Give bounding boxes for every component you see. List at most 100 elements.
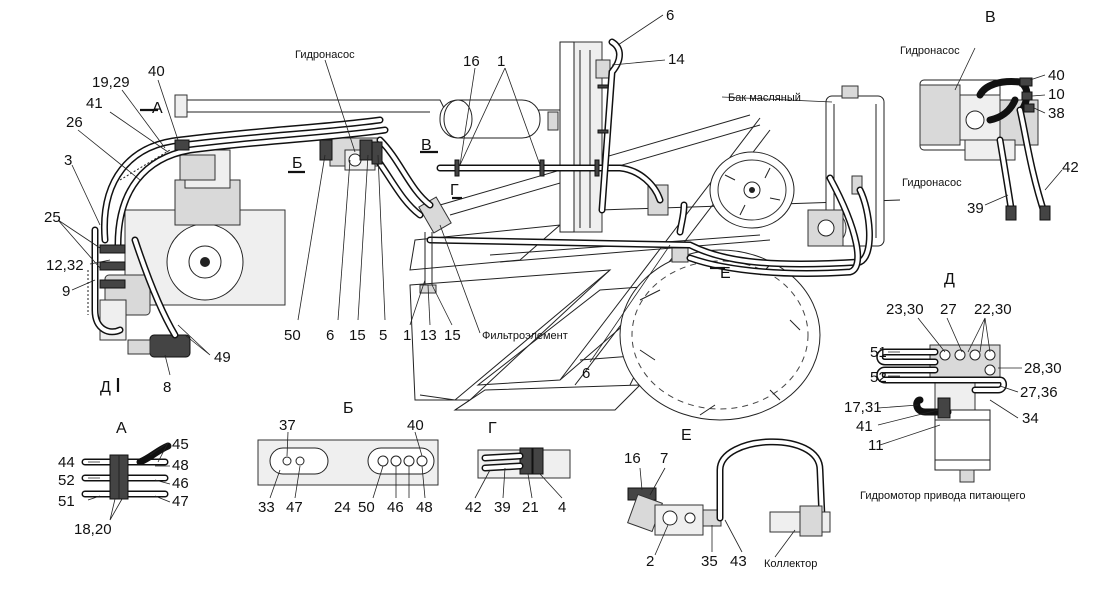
callout-label: 24 [334,499,351,516]
callout-label: 46 [387,499,404,516]
callout-label: 47 [286,499,303,516]
callout-label: 14 [668,51,685,68]
callout-label: 10 [1048,86,1065,103]
callout-label: 6 [326,327,334,344]
callout-label: 52 [870,369,887,386]
caption-pump-v1: Гидронасос [900,45,960,57]
section-letter-v: В [421,137,432,154]
callout-label: 50 [284,327,301,344]
callout-label: 2 [646,553,654,570]
callout-label: 26 [66,114,83,131]
hose-clamps [99,84,609,289]
fan-pulley [709,151,795,229]
caption-motor: Гидромотор привода питающего [860,490,1026,502]
wheel [619,249,821,421]
callout-label: 45 [172,436,189,453]
view-g-title: Г [488,420,497,437]
callout-label: 27 [940,301,957,318]
callout-label: 48 [416,499,433,516]
callout-label: 28,30 [1024,360,1062,377]
callout-label: 11 [868,437,884,454]
callout-label: 49 [214,349,231,366]
section-letter-a: А [152,100,163,117]
callout-label: 16 [463,53,480,70]
callout-label: 13 [420,327,437,344]
callout-label: 35 [701,553,718,570]
view-b-callouts: 37 40 33 47 24 50 46 48 [258,417,433,516]
callout-label: 5 [379,327,387,344]
callout-label: 47 [172,493,189,510]
view-g [474,447,571,499]
callout-label: 33 [258,499,275,516]
view-d-callouts: 23,30 27 22,30 51 52 28,30 27,36 17,31 4… [844,301,1062,454]
section-markers [116,108,725,392]
callout-label: 46 [172,475,189,492]
main-callouts: 40 19,29 41 26 3 25 12,32 9 8 49 50 6 15… [44,7,685,396]
caption-pump-v2: Гидронасос [902,177,962,189]
callout-label: 7 [660,450,668,467]
section-letter-g: Г [450,182,459,199]
view-v-callouts: 40 10 38 42 39 [967,67,1079,217]
section-letter-d: Д [100,379,111,396]
callout-label: 41 [86,95,103,112]
callout-label: 6 [666,7,674,24]
section-letter-b: Б [292,155,303,172]
view-d [876,317,1022,483]
callout-label: 23,30 [886,301,924,318]
callout-label: 52 [58,472,75,489]
callout-label: 34 [1022,410,1039,427]
callout-label: 51 [58,493,75,510]
caption-pump-main: Гидронасос [295,49,355,61]
view-d-title: Д [944,271,955,288]
callout-label: 43 [730,553,747,570]
callout-label: 6 [582,365,590,382]
right-pump [807,209,847,247]
callout-label: 51 [870,344,887,361]
view-v [919,47,1063,221]
caption-filter: Фильтроэлемент [482,330,568,342]
view-g-callouts: 42 39 21 4 [465,499,566,516]
view-e [627,438,831,558]
callout-label: 16 [624,450,641,467]
view-e-callouts: 16 7 2 35 43 [624,450,747,570]
receiver-tank [439,99,559,139]
callout-label: 1 [403,327,411,344]
caption-collector: Коллектор [764,558,817,570]
leader-lines [57,14,833,376]
callout-label: 17,31 [844,399,882,416]
callout-label: 4 [558,499,566,516]
section-letter-e: Е [720,265,731,282]
callout-label: 18,20 [74,521,112,538]
view-a-callouts: 44 45 48 52 46 51 47 18,20 [58,436,189,538]
view-a [81,442,172,521]
callout-label: 21 [522,499,539,516]
view-v-title: В [985,9,996,26]
callout-label: 12,32 [46,257,84,274]
callout-label: 40 [407,417,424,434]
callout-label: 44 [58,454,75,471]
callout-label: 9 [62,283,70,300]
callout-label: 48 [172,457,189,474]
callout-label: 40 [1048,67,1065,84]
callout-label: 15 [349,327,366,344]
callout-label: 1 [497,53,505,70]
callout-label: 19,29 [92,74,130,91]
callout-label: 40 [148,63,165,80]
view-b-title: Б [343,400,354,417]
callout-label: 27,36 [1020,384,1058,401]
callout-label: 38 [1048,105,1065,122]
spring-harness [87,149,171,315]
callout-label: 37 [279,417,296,434]
callout-label: 50 [358,499,375,516]
callout-label: 8 [163,379,171,396]
view-b [257,431,439,499]
callout-label: 42 [1062,159,1079,176]
callout-label: 42 [465,499,482,516]
engine-block [124,149,286,306]
callout-label: 41 [856,418,873,435]
callout-label: 3 [64,152,72,169]
callout-label: 39 [967,200,984,217]
callout-label: 22,30 [974,301,1012,318]
